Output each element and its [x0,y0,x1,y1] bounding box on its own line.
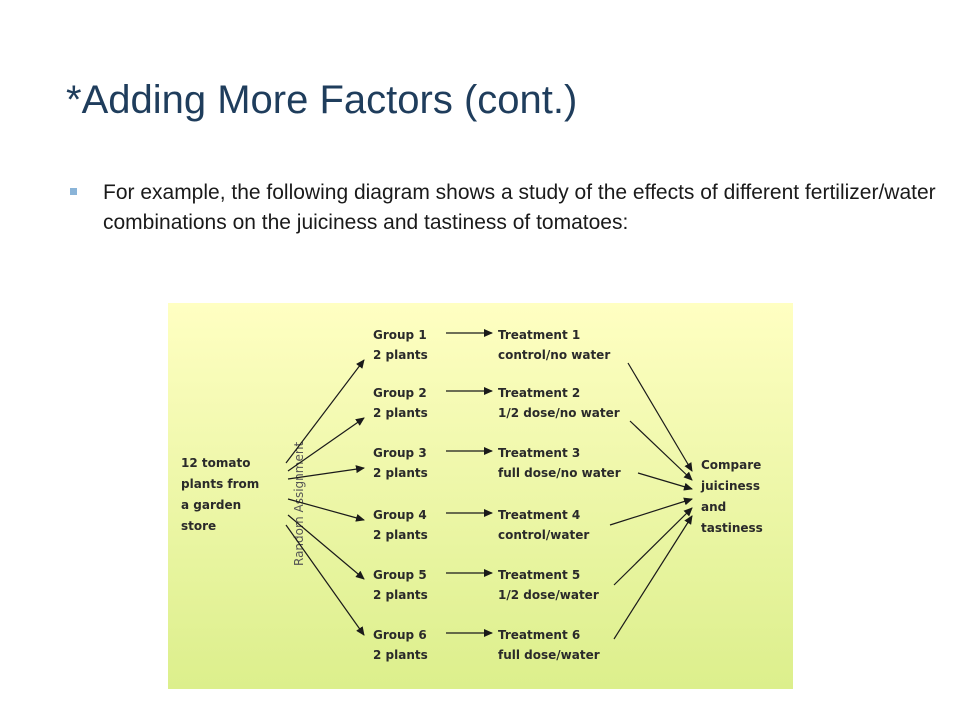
experiment-diagram: 12 tomato plants from a garden store Ran… [168,303,793,689]
outcome-label: Compare juiciness and tastiness [700,458,766,535]
outcome-arrow [629,420,693,481]
group-size: 2 plants [373,648,428,662]
group-name: Group 1 [373,328,427,342]
group-label: Group 5 2 plants [373,568,431,602]
group-size: 2 plants [373,588,428,602]
treatment-condition: full dose/water [498,648,600,662]
group-size: 2 plants [373,348,428,362]
group-size: 2 plants [373,466,428,480]
group-label: Group 3 2 plants [373,446,431,480]
source-line: a garden [181,498,241,512]
source-label: 12 tomato plants from a garden store [181,456,263,533]
slide-title: *Adding More Factors (cont.) [66,78,578,122]
outcome-line: tastiness [701,521,763,535]
source-line: store [181,519,216,533]
treatment-name: Treatment 2 [498,386,580,400]
treatment-label: Treatment 2 1/2 dose/no water [498,386,620,420]
treatment-name: Treatment 6 [498,628,580,642]
source-line: plants from [181,477,259,491]
treatment-condition: 1/2 dose/no water [498,406,620,420]
group-name: Group 4 [373,508,427,522]
assignment-arrow [287,465,365,480]
outcome-arrow [613,515,693,640]
treatment-name: Treatment 4 [498,508,580,522]
outcome-line: and [701,500,726,514]
source-line: 12 tomato [181,456,250,470]
treatment-condition: full dose/no water [498,466,621,480]
bullet-text: For example, the following diagram shows… [103,181,936,234]
random-assignment-label: Random Assignment [292,442,306,566]
treatment-label: Treatment 6 full dose/water [498,628,600,662]
group-name: Group 2 [373,386,427,400]
experiment-flow-svg: 12 tomato plants from a garden store Ran… [181,328,766,662]
outcome-line: juiciness [700,479,760,493]
group-name: Group 6 [373,628,427,642]
group-label: Group 2 2 plants [373,386,431,420]
treatment-label: Treatment 3 full dose/no water [498,446,621,480]
group-name: Group 5 [373,568,427,582]
treatment-condition: control/no water [498,348,610,362]
assignment-arrow [287,417,365,472]
square-bullet-icon [70,188,77,195]
assignment-arrow [285,524,365,636]
bullet-item: For example, the following diagram shows… [70,178,940,238]
group-size: 2 plants [373,528,428,542]
assignment-arrow [285,359,365,464]
outcome-line: Compare [701,458,761,472]
outcome-arrow [627,362,693,472]
group-label: Group 6 2 plants [373,628,431,662]
treatment-label: Treatment 5 1/2 dose/water [498,568,599,602]
treatment-label: Treatment 1 control/no water [498,328,610,362]
treatment-name: Treatment 3 [498,446,580,460]
assignment-arrow [287,498,365,522]
group-size: 2 plants [373,406,428,420]
treatment-label: Treatment 4 control/water [498,508,589,542]
treatment-condition: control/water [498,528,589,542]
outcome-arrow [637,472,693,491]
assignment-arrow [287,514,365,580]
group-label: Group 1 2 plants [373,328,431,362]
treatment-name: Treatment 5 [498,568,580,582]
outcome-arrow [613,507,693,586]
treatment-name: Treatment 1 [498,328,580,342]
group-label: Group 4 2 plants [373,508,431,542]
group-name: Group 3 [373,446,427,460]
outcome-arrow [609,497,693,526]
treatment-condition: 1/2 dose/water [498,588,599,602]
